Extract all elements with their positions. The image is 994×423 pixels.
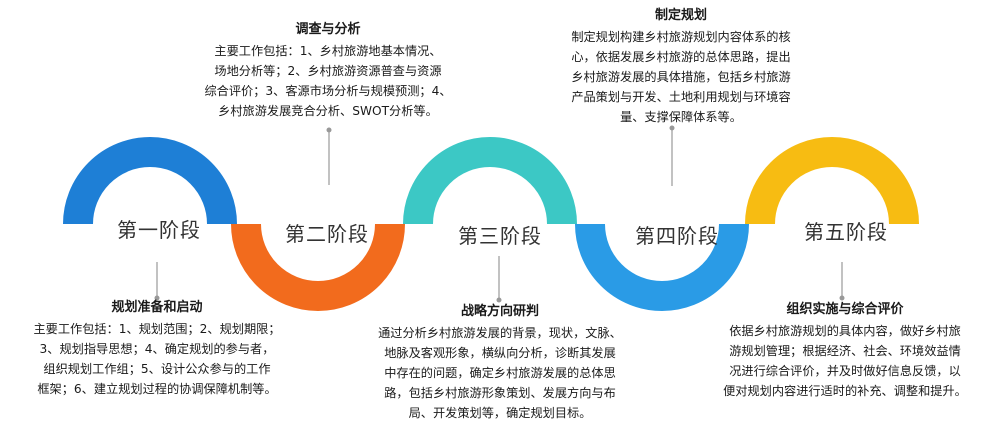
stage-3-body: 通过分析乡村旅游发展的背景，现状，文脉、 地脉及客观形象，横纵向分析，诊断其发展… <box>378 326 622 420</box>
stage-4-label: 第四阶段 <box>635 224 719 248</box>
stage-4-body: 制定规划构建乡村旅游规划内容体系的核 心，依据发展乡村旅游的总体思路，提出 乡村… <box>571 30 791 124</box>
stage-5-body: 依据乡村旅游规划的具体内容，做好乡村旅 游规划管理；根据经济、社会、环境效益情 … <box>723 324 967 398</box>
stage-2-text: 调查与分析 主要工作包括：1、乡村旅游地基本情况、 场地分析等；2、乡村旅游资源… <box>178 20 478 121</box>
connector-dot-4 <box>669 125 675 131</box>
stage-3-label: 第三阶段 <box>458 224 542 248</box>
stage-5-text: 组织实施与综合评价 依据乡村旅游规划的具体内容，做好乡村旅 游规划管理；根据经济… <box>700 300 990 401</box>
stage-1-body: 主要工作包括：1、规划范围；2、规划期限； 3、规划指导思想；4、确定规划的参与… <box>33 322 281 396</box>
stage-2-body: 主要工作包括：1、乡村旅游地基本情况、 场地分析等；2、乡村旅游资源普查与资源 … <box>204 44 452 118</box>
stage-4-arch <box>575 223 749 311</box>
stage-2-label: 第二阶段 <box>285 222 369 246</box>
stage-4-text: 制定规划 制定规划构建乡村旅游规划内容体系的核 心，依据发展乡村旅游的总体思路，… <box>536 6 826 127</box>
stage-1-label: 第一阶段 <box>117 218 201 242</box>
connector-dot-2 <box>326 127 332 133</box>
stage-5-title: 组织实施与综合评价 <box>786 302 904 317</box>
stage-1-text: 规划准备和启动 主要工作包括：1、规划范围；2、规划期限； 3、规划指导思想；4… <box>2 298 312 399</box>
stage-4-title: 制定规划 <box>654 8 707 23</box>
connector-dot-5 <box>839 295 845 301</box>
stage-3-arch <box>403 137 577 225</box>
stage-3-title: 战略方向研判 <box>460 304 539 319</box>
stage-2-arch <box>231 223 405 311</box>
stage-1-arch <box>63 137 237 225</box>
stage-3-text: 战略方向研判 通过分析乡村旅游发展的背景，现状，文脉、 地脉及客观形象，横纵向分… <box>346 302 654 423</box>
stage-5-label: 第五阶段 <box>804 220 888 244</box>
stage-2-title: 调查与分析 <box>295 22 361 37</box>
stage-1-title: 规划准备和启动 <box>111 300 203 315</box>
connector-dot-1 <box>154 295 160 301</box>
stage-5-arch <box>745 137 919 225</box>
connector-dot-3 <box>496 297 502 303</box>
